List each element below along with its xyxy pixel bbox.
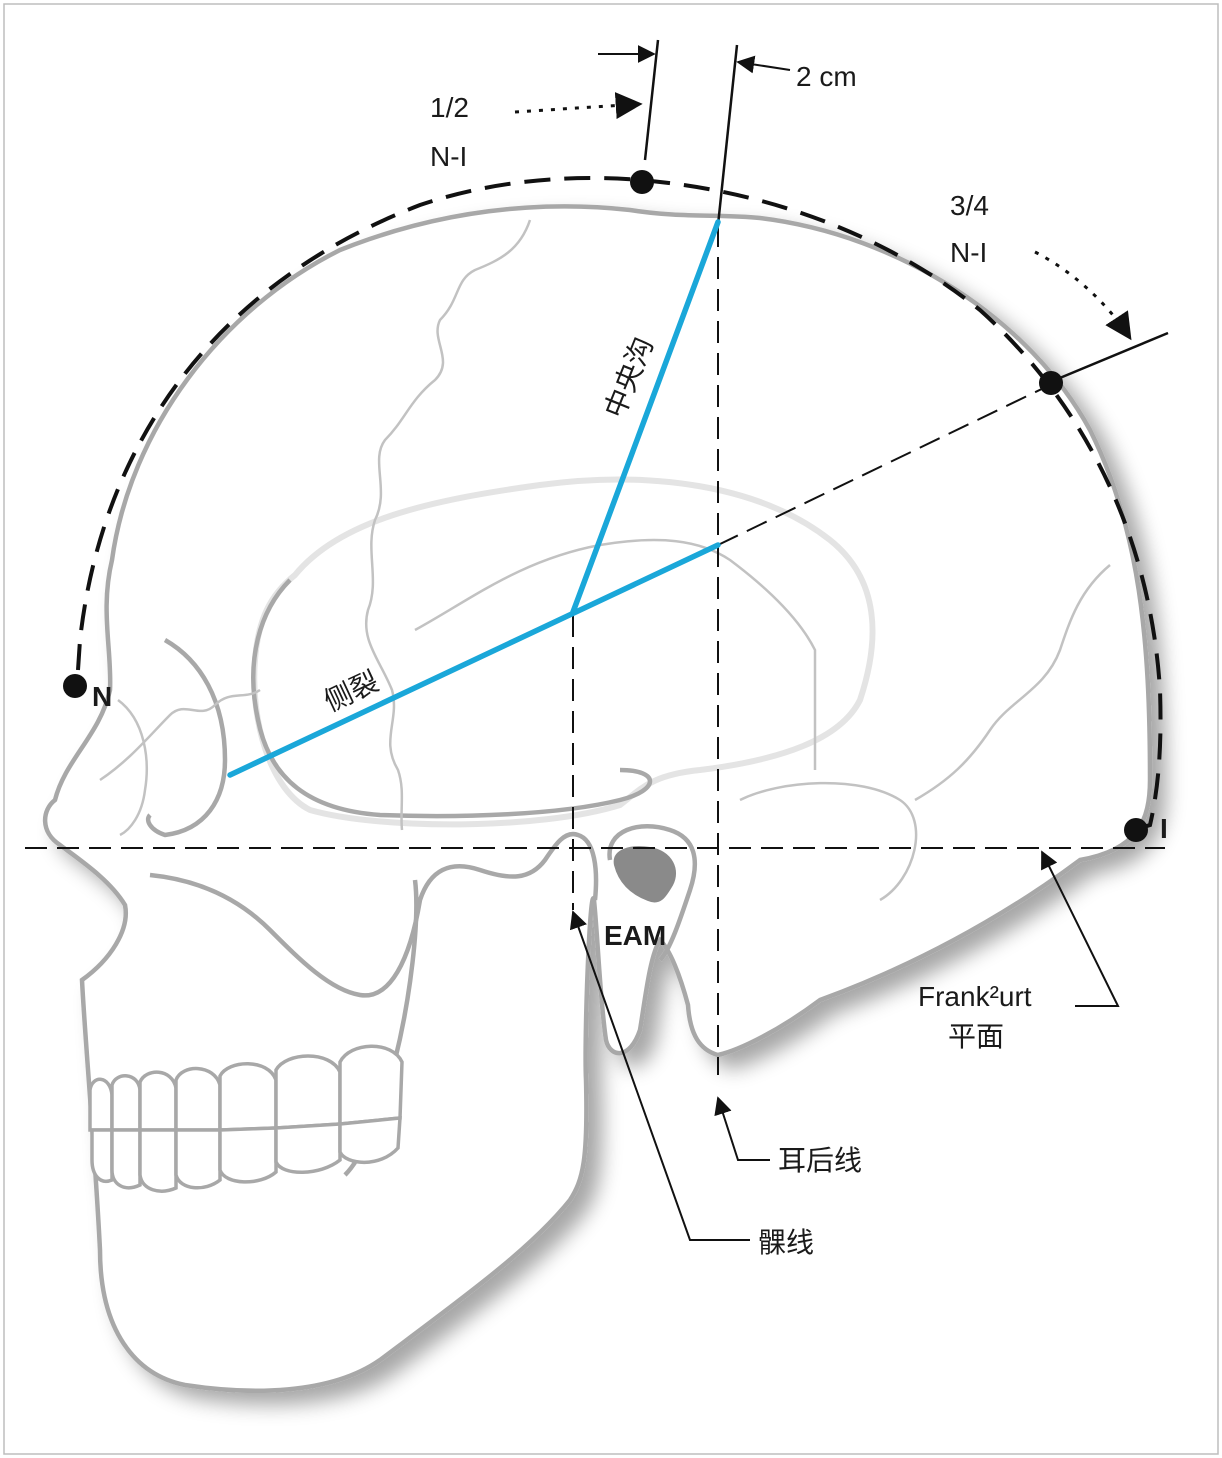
label-half-ni-1: 1/2 bbox=[430, 92, 469, 123]
label-preauricular-line: 耳后线 bbox=[778, 1145, 862, 1176]
label-frankfurt-2: 平面 bbox=[948, 1021, 1004, 1052]
nasion-dot bbox=[63, 674, 87, 698]
label-two-cm: 2 cm bbox=[796, 61, 857, 92]
nasal-suture bbox=[117, 698, 148, 837]
label-nasion: N bbox=[92, 681, 112, 712]
three-quarter-dotted-arrow bbox=[1034, 250, 1132, 341]
lateral-fissure-line bbox=[227, 542, 721, 778]
sphenoid-suture bbox=[145, 638, 228, 838]
two-cm-marker bbox=[716, 44, 739, 226]
styloid-outline bbox=[607, 824, 698, 962]
squamous-suture bbox=[739, 781, 918, 902]
central-sulcus-line bbox=[570, 219, 721, 615]
three-quarter-marker bbox=[1054, 331, 1169, 382]
teeth bbox=[88, 1044, 404, 1193]
half-point-dot bbox=[630, 170, 654, 194]
half-point-marker bbox=[643, 39, 660, 161]
two-cm-arrow bbox=[736, 55, 791, 74]
lateral-fissure-extension bbox=[717, 384, 1051, 546]
figure-border bbox=[3, 3, 1219, 1455]
skull-outline bbox=[42, 204, 1153, 1393]
inion-dot bbox=[1124, 818, 1148, 842]
zygomatic-arch bbox=[149, 831, 599, 998]
label-condylar-line: 髁线 bbox=[758, 1227, 814, 1258]
skull bbox=[42, 204, 1153, 1393]
reference-lines bbox=[25, 39, 1169, 1241]
temporal-line bbox=[414, 538, 817, 770]
frankfurt-leader bbox=[1041, 850, 1120, 1007]
preauricular-leader bbox=[714, 1096, 770, 1161]
label-frankfurt-1: Frank²urt bbox=[918, 981, 1032, 1012]
coronal-suture bbox=[365, 219, 532, 831]
brain-outline bbox=[251, 476, 876, 828]
landmark-dots bbox=[63, 170, 1148, 842]
half-ni-dotted-arrow bbox=[514, 92, 643, 120]
condylar-leader bbox=[569, 910, 750, 1241]
lambdoid-suture bbox=[914, 564, 1111, 802]
label-eam: EAM bbox=[604, 920, 666, 951]
label-three-quarter-ni-1: 3/4 bbox=[950, 190, 989, 221]
label-three-quarter-ni-2: N-I bbox=[950, 237, 987, 268]
sulci bbox=[227, 219, 721, 778]
orbit-suture bbox=[99, 688, 261, 782]
label-inion: I bbox=[1160, 813, 1168, 844]
label-half-ni-2: N-I bbox=[430, 141, 467, 172]
nasion-inion-arc bbox=[76, 176, 1163, 830]
three-quarter-point-dot bbox=[1039, 371, 1063, 395]
temporal-outline bbox=[251, 578, 653, 819]
